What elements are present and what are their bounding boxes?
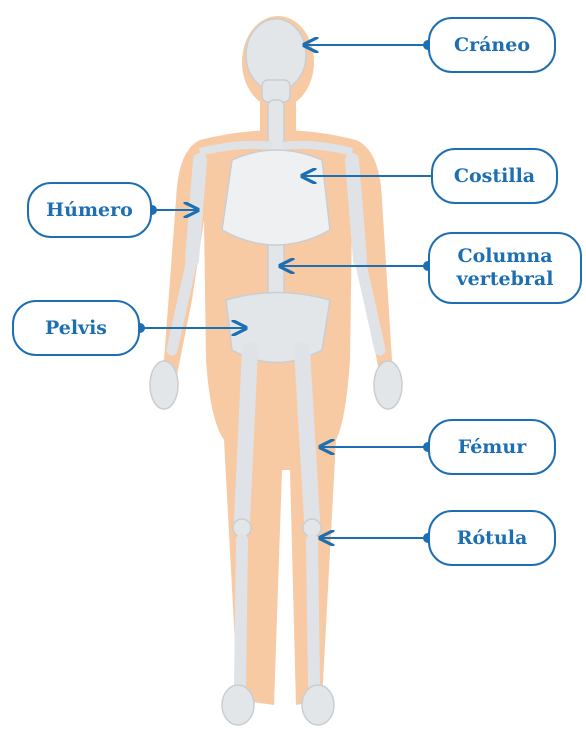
label-rotula: Rótula bbox=[428, 510, 556, 566]
label-columna-vertebral: Columna vertebral bbox=[428, 232, 582, 304]
label-humero: Húmero bbox=[27, 182, 152, 238]
label-pelvis: Pelvis bbox=[12, 300, 140, 356]
label-craneo: Cráneo bbox=[428, 17, 556, 73]
label-costilla: Costilla bbox=[431, 148, 558, 204]
label-femur: Fémur bbox=[428, 419, 556, 475]
